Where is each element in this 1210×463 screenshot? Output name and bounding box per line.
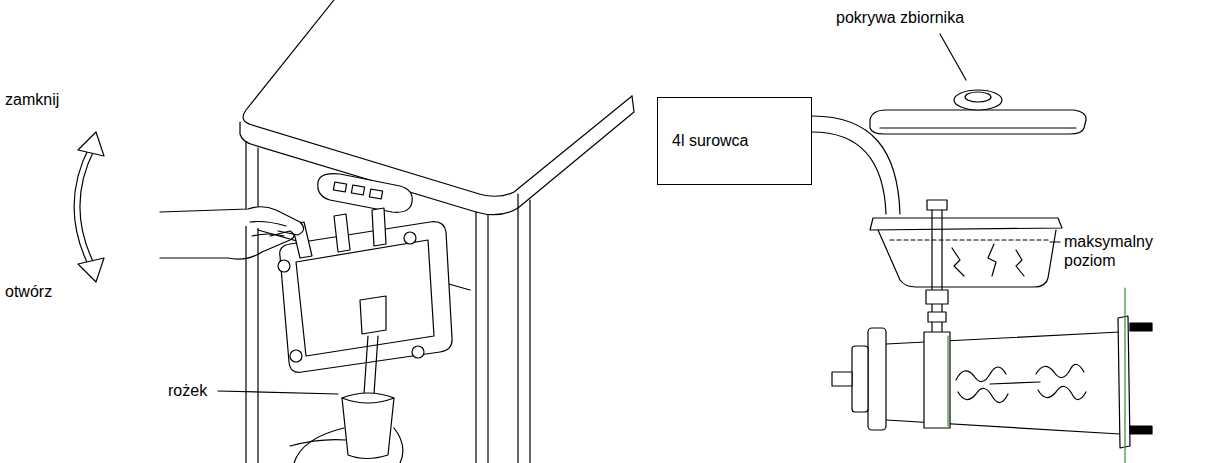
display-panel	[318, 174, 413, 213]
freezing-cylinder	[1130, 426, 1152, 434]
part-label: rożek	[168, 381, 228, 400]
cone	[342, 398, 394, 403]
source-box: 4l surowca	[657, 97, 812, 185]
machine-housing	[475, 212, 476, 463]
freezer-door	[412, 346, 424, 358]
cone	[290, 440, 346, 446]
cone	[394, 428, 403, 463]
tank	[952, 248, 964, 276]
agitator-rod	[928, 312, 946, 322]
leader-line	[218, 391, 338, 394]
display-panel	[351, 185, 364, 195]
ice-cream-stream	[364, 336, 378, 394]
ice-cream-stream	[364, 336, 368, 394]
machine-housing	[518, 96, 634, 208]
freezer-door	[404, 232, 416, 244]
beater	[956, 364, 1086, 402]
dispense-handle	[292, 208, 386, 258]
freezing-cylinder	[1118, 316, 1130, 448]
alignment-line	[1124, 288, 1125, 463]
display-panel	[369, 189, 382, 199]
ice-cream-stream	[374, 336, 378, 394]
cone	[342, 393, 394, 459]
leader-line	[940, 34, 966, 80]
hand	[252, 234, 284, 236]
feed-hose	[812, 132, 886, 214]
freezing-cylinder	[832, 316, 1152, 448]
machine-housing	[529, 200, 530, 463]
display-panel	[318, 174, 413, 213]
machine-housing	[487, 215, 488, 463]
part-label: otwórz	[5, 282, 115, 301]
beater	[958, 388, 1008, 402]
freezing-cylinder	[1130, 323, 1152, 331]
freezer-door	[278, 260, 290, 272]
freezing-cylinder	[832, 372, 852, 386]
agitator-rod	[926, 290, 948, 304]
tank	[870, 218, 1062, 230]
freezing-cylinder	[886, 420, 1120, 434]
freezer-door	[280, 222, 452, 373]
direction-arrow	[78, 132, 104, 156]
tank-lid	[870, 110, 1086, 134]
hand	[250, 222, 286, 227]
alignment-line	[947, 336, 948, 426]
alignment-line	[948, 288, 1125, 463]
tank-lid	[880, 127, 1076, 128]
cone	[290, 393, 403, 463]
dispense-handle	[372, 208, 386, 246]
tank-lid	[965, 92, 991, 102]
part-label: zamknij	[5, 90, 115, 109]
agitator-rod	[927, 200, 947, 210]
hand	[160, 207, 304, 235]
freezing-cylinder	[868, 328, 886, 430]
beater	[1036, 364, 1084, 377]
beater	[956, 367, 1006, 382]
cone	[294, 428, 344, 463]
box-text: 4l surowca	[672, 131, 748, 150]
machine-housing	[240, 122, 518, 215]
direction-arrow	[78, 258, 104, 282]
machine-housing	[245, 142, 246, 463]
freezer-door	[278, 222, 452, 373]
tank	[870, 218, 1062, 287]
beater	[990, 382, 1040, 384]
part-label: maksymalny poziom	[1064, 232, 1164, 270]
machine-housing	[517, 208, 518, 463]
freezing-cylinder	[924, 332, 950, 428]
leader-line	[1050, 241, 1060, 242]
freezing-cylinder	[852, 346, 868, 412]
dispense-handle	[334, 214, 350, 252]
freezer-door	[360, 296, 386, 334]
part-label: pokrywa zbiornika	[836, 8, 1036, 27]
agitator-rod	[926, 200, 948, 340]
freezer-door	[296, 240, 434, 356]
tank-lid	[870, 90, 1086, 134]
machine-housing	[257, 148, 258, 463]
tank	[878, 230, 1056, 287]
tank	[890, 239, 1050, 240]
freezer-door	[290, 350, 302, 362]
leader-line	[218, 391, 338, 394]
tank-lid	[954, 90, 1002, 110]
direction-arrow	[77, 148, 92, 266]
display-panel	[333, 182, 346, 192]
beater	[1038, 386, 1086, 399]
freezing-cylinder	[886, 332, 1120, 344]
leader-line	[940, 34, 1060, 242]
tank	[988, 244, 996, 276]
hand	[160, 207, 304, 259]
direction-arrow	[77, 148, 92, 266]
hand	[160, 231, 294, 259]
machine-housing	[243, 0, 632, 196]
tank	[1016, 250, 1024, 276]
direction-arrow	[77, 132, 104, 282]
